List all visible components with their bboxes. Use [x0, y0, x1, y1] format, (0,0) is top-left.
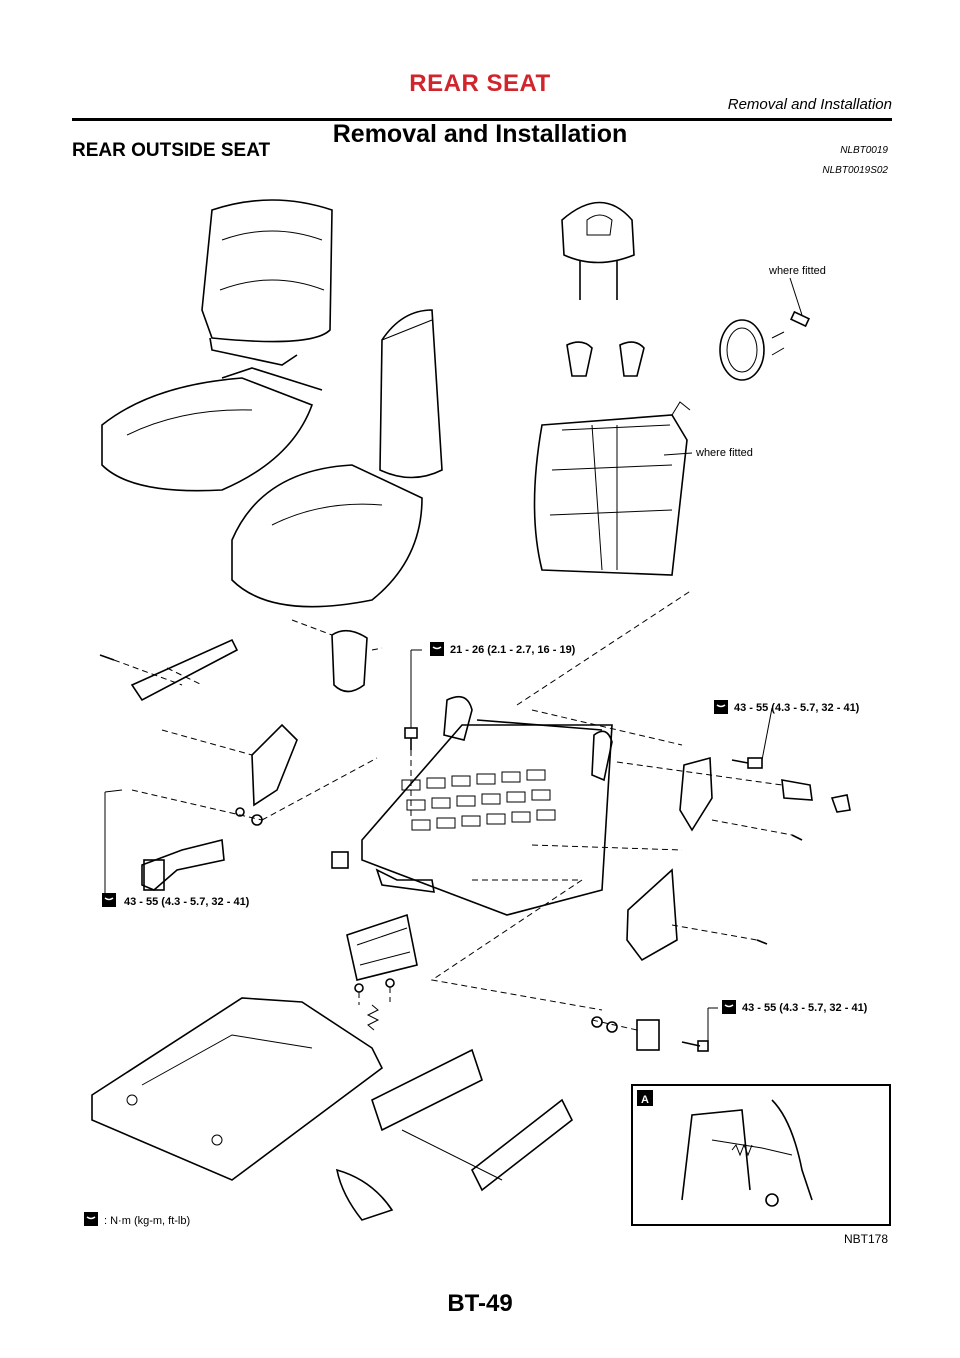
- torque-wrench-icon: [430, 642, 444, 656]
- torque-label-4: 43 - 55 (4.3 - 5.7, 32 - 41): [742, 1002, 868, 1014]
- torque-wrench-icon: [722, 1000, 736, 1014]
- seat-cushion-frame: [361, 695, 613, 916]
- figure-code: NBT178: [843, 1232, 888, 1246]
- headrest: [561, 201, 635, 300]
- page-header-title: REAR SEAT: [409, 70, 551, 97]
- seatback-frame: [533, 401, 691, 576]
- torque-wrench-icon: [84, 1212, 98, 1226]
- torque-label-1: 21 - 26 (2.1 - 2.7, 16 - 19): [450, 644, 576, 656]
- knob-right: [781, 779, 851, 813]
- inset-marker-a-box: [637, 1090, 653, 1106]
- seat-belt-buckle-right: [636, 1019, 660, 1051]
- spring-icon: [366, 1004, 380, 1031]
- screw-icon: [756, 939, 768, 945]
- inset-marker-a: A: [641, 1094, 649, 1106]
- torque-wrench-icon: [714, 700, 728, 714]
- hinge-cover-right: [679, 756, 713, 832]
- subsection-code: NLBT0019S02: [822, 165, 888, 176]
- screw-icon: [791, 834, 803, 841]
- where-fitted-label-2: where fitted: [695, 447, 753, 459]
- section-title: Removal and Installation: [332, 120, 628, 148]
- seat-slide-rails: [335, 1048, 574, 1221]
- headrest-guide-right: [619, 341, 645, 377]
- page-header-subtitle: Removal and Installation: [727, 96, 892, 113]
- marker-a-box: [331, 851, 349, 869]
- torque-legend: : N·m (kg-m, ft-lb): [104, 1215, 190, 1227]
- exploded-seat-diagram: where fitted where fitted: [84, 199, 891, 1227]
- detail-inset-a: [631, 1084, 891, 1226]
- torque-label-3: 43 - 55 (4.3 - 5.7, 32 - 41): [124, 896, 250, 908]
- marker-a: A: [336, 856, 344, 868]
- seatback-pad: [379, 309, 443, 479]
- bolt-icon: [404, 727, 418, 750]
- bolt-icon: [681, 1040, 709, 1052]
- seat-belt-buckle-left: [141, 838, 225, 891]
- subsection-title: REAR OUTSIDE SEAT: [72, 140, 271, 161]
- release-handle: [346, 913, 418, 993]
- seat-cushion-cover: [101, 367, 323, 492]
- torque-label-2: 43 - 55 (4.3 - 5.7, 32 - 41): [734, 702, 860, 714]
- seat-cushion-pad: [231, 464, 423, 608]
- bolt-icon: [731, 757, 763, 769]
- page-number: BT-49: [447, 1290, 513, 1317]
- floor-panel: [91, 997, 384, 1181]
- speaker-cover: [719, 310, 811, 381]
- hinge-bracket-left: [130, 638, 239, 702]
- headrest-guide-left: [566, 341, 593, 377]
- torque-wrench-icon: [102, 893, 116, 907]
- side-trim-left: [251, 723, 298, 807]
- section-code: NLBT0019: [840, 145, 888, 156]
- side-trim-right: [626, 868, 678, 962]
- bracket-cover-upper: [331, 629, 368, 693]
- where-fitted-label-1: where fitted: [768, 265, 826, 277]
- bolt-icon: [99, 654, 115, 661]
- header-divider: [72, 118, 892, 121]
- seatback-cover: [201, 199, 333, 366]
